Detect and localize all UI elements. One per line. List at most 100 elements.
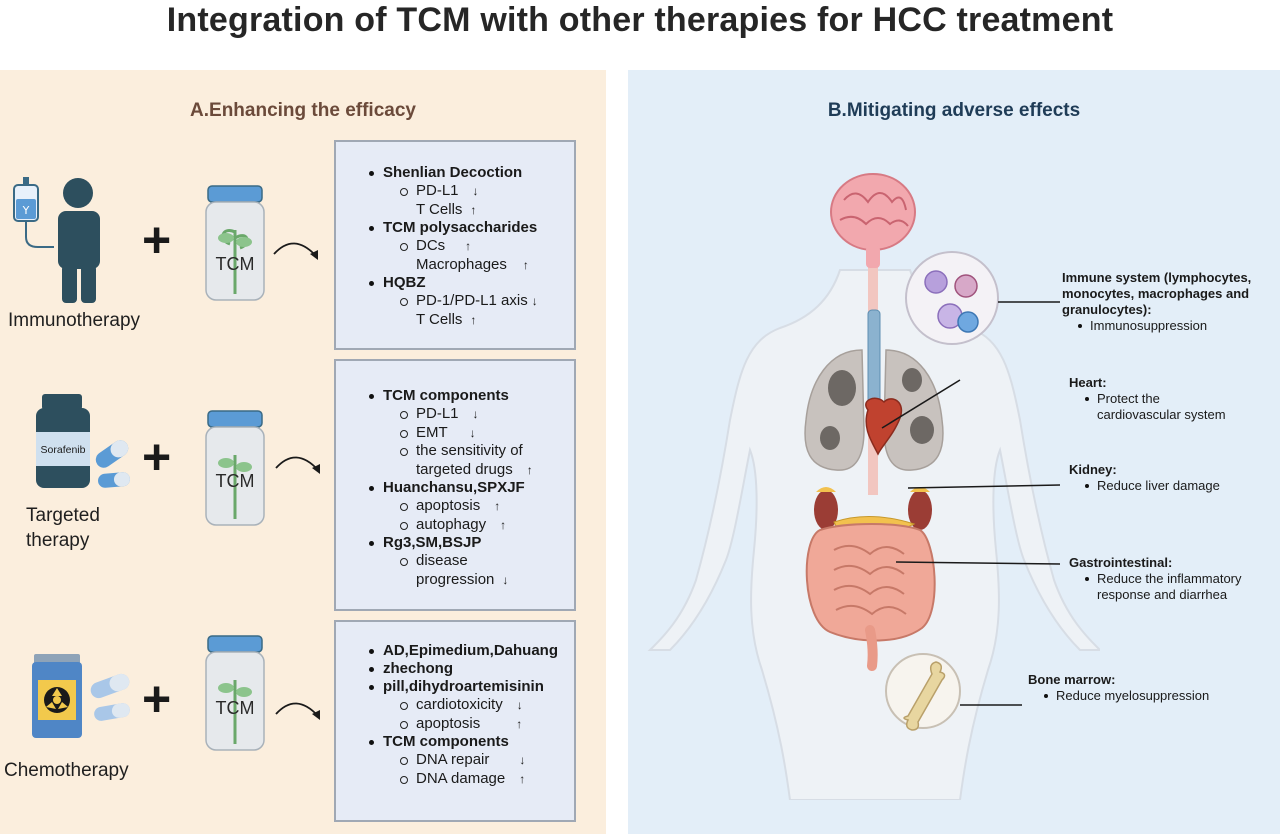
- down-arrow-icon: ↓: [516, 698, 523, 712]
- up-arrow-icon: ↑: [465, 239, 472, 253]
- effect-text: DNA damage: [416, 769, 506, 787]
- organ-effect: Reduce myelosuppression: [1028, 688, 1258, 704]
- up-arrow-icon: ↑: [516, 716, 523, 731]
- chemotherapy-drug-icon: [32, 654, 130, 738]
- up-arrow-icon: ↑: [522, 257, 529, 272]
- herb-item: TCM components: [336, 733, 574, 751]
- svg-text:Y: Y: [22, 204, 30, 217]
- tcm-jar-icon: TCM: [205, 635, 265, 751]
- down-arrow-icon: ↓: [472, 184, 479, 198]
- brain-illustration: [830, 173, 916, 268]
- plus-sign: +: [142, 212, 172, 268]
- heart-label: Heart: Protect the cardiovascular system: [1069, 375, 1269, 423]
- organ-heading: Immune system (lymphocytes, monocytes, m…: [1062, 270, 1252, 317]
- organ-heading: Bone marrow:: [1028, 672, 1116, 687]
- plus-sign: +: [142, 671, 172, 727]
- herb-item: HQBZ: [336, 274, 574, 292]
- effect-text: PD-L1: [416, 182, 459, 199]
- effect-text: Macrophages: [416, 255, 507, 273]
- effect-item: PD-1/PD-L1 axis↓: [336, 292, 574, 311]
- herb-item-continued: zhechong: [336, 660, 574, 678]
- curved-arrow-icon: [275, 456, 320, 474]
- tcm-jar-icon: TCM: [205, 185, 265, 301]
- targeted-therapy-label-line2: therapy: [26, 530, 90, 551]
- effect-text: disease: [416, 552, 468, 569]
- herb-item: AD,Epimedium,Dahuang: [336, 642, 574, 660]
- up-arrow-icon: ↑: [526, 462, 533, 477]
- organ-heading: Gastrointestinal:: [1069, 555, 1173, 570]
- effect-text: DCs: [416, 237, 446, 254]
- effect-text: DNA repair: [416, 751, 490, 768]
- immunotherapy-patient-icon: Y: [13, 177, 100, 303]
- effect-text: autophagy: [416, 515, 487, 533]
- effect-text: EMT: [416, 423, 448, 441]
- effect-text: PD-1/PD-L1 axis: [416, 292, 528, 309]
- up-arrow-icon: ↑: [470, 312, 477, 327]
- panel-b-title: B.Mitigating adverse effects: [827, 100, 1081, 121]
- effect-item: cardiotoxicity↓: [336, 696, 574, 715]
- immune-cells-illustration: [905, 251, 999, 345]
- effect-item: progression ↓: [336, 571, 574, 590]
- sorafenib-label: Sorafenib: [41, 444, 86, 456]
- gastrointestinal-label: Gastrointestinal: Reduce the inflammator…: [1069, 555, 1269, 603]
- down-arrow-icon: ↓: [472, 407, 479, 421]
- effect-item: PD-L1 ↓: [336, 182, 574, 201]
- intestines-illustration: [805, 523, 936, 671]
- kidney-label: Kidney: Reduce liver damage: [1069, 462, 1269, 494]
- effect-item: the sensitivity of: [336, 442, 574, 461]
- bone-marrow-illustration: [885, 653, 961, 731]
- effect-text: apoptosis: [416, 497, 481, 514]
- tcm-jar-label: TCM: [216, 254, 255, 274]
- connector-line: [895, 561, 1061, 565]
- herb-item-continued: pill,dihydroartemisinin: [336, 678, 574, 696]
- herb-name: Rg3,SM,BSJP: [383, 534, 482, 551]
- curved-arrow-icon: [273, 242, 318, 260]
- effect-item: EMT ↓: [336, 424, 574, 443]
- page-title: Integration of TCM with other therapies …: [166, 1, 1114, 39]
- effect-text: apoptosis: [416, 714, 481, 732]
- chemotherapy-mechanism-box: AD,Epimedium,Dahuang zhechong pill,dihyd…: [334, 620, 576, 822]
- effect-item: DNA damage ↑: [336, 770, 574, 789]
- herb-name: Shenlian Decoction: [383, 164, 523, 181]
- herb-item: Shenlian Decoction: [336, 164, 574, 182]
- human-body-anatomy-illustration: [647, 173, 1100, 800]
- organ-effect: Immunosuppression: [1062, 318, 1272, 334]
- organ-effect: Reduce liver damage: [1069, 478, 1269, 494]
- herb-item: Rg3,SM,BSJP: [336, 534, 574, 552]
- targeted-therapy-label-line1: Targeted: [26, 505, 100, 526]
- effect-text: T Cells: [416, 310, 463, 328]
- herb-name: TCM polysaccharides: [383, 219, 538, 236]
- down-arrow-icon: ↓: [531, 294, 538, 308]
- organ-effect: Reduce the inflammatory response and dia…: [1069, 571, 1275, 603]
- bone-marrow-label: Bone marrow: Reduce myelosuppression: [1028, 672, 1258, 704]
- chemotherapy-label: Chemotherapy: [4, 760, 129, 781]
- sorafenib-bottle-icon: Sorafenib: [36, 394, 130, 488]
- down-arrow-icon: ↓: [469, 425, 476, 440]
- down-arrow-icon: ↓: [519, 753, 526, 767]
- tcm-jar-icon: TCM: [205, 410, 265, 526]
- targeted-therapy-label: Targeted therapy: [26, 503, 100, 553]
- down-arrow-icon: ↓: [502, 572, 509, 587]
- herb-item: TCM polysaccharides: [336, 219, 574, 237]
- effect-text: PD-L1: [416, 405, 459, 422]
- effect-text: targeted drugs: [416, 460, 513, 478]
- tcm-jar-label: TCM: [216, 698, 255, 718]
- effect-item: apoptosis ↑: [336, 715, 574, 734]
- effect-text: progression: [416, 570, 495, 588]
- herb-name: pill,dihydroartemisinin: [383, 678, 544, 695]
- organ-heading: Heart:: [1069, 375, 1107, 390]
- immunotherapy-label: Immunotherapy: [8, 310, 141, 331]
- up-arrow-icon: ↑: [470, 202, 477, 217]
- herb-name: TCM components: [383, 387, 509, 404]
- targeted-mechanism-box: TCM components PD-L1 ↓ EMT ↓ the sensitivi…: [334, 359, 576, 611]
- immunotherapy-mechanism-box: Shenlian Decoction PD-L1 ↓ T Cells ↑ TCM p…: [334, 140, 576, 350]
- herb-name: zhechong: [383, 660, 453, 677]
- herb-name: HQBZ: [383, 274, 426, 291]
- up-arrow-icon: ↑: [519, 771, 526, 786]
- plus-sign: +: [142, 429, 172, 485]
- effect-item: T Cells↑: [336, 201, 574, 220]
- connector-line: [881, 379, 961, 429]
- herb-item: Huanchansu,SPXJF: [336, 479, 574, 497]
- effect-item: T Cells ↑: [336, 311, 574, 330]
- organ-heading: Kidney:: [1069, 462, 1117, 477]
